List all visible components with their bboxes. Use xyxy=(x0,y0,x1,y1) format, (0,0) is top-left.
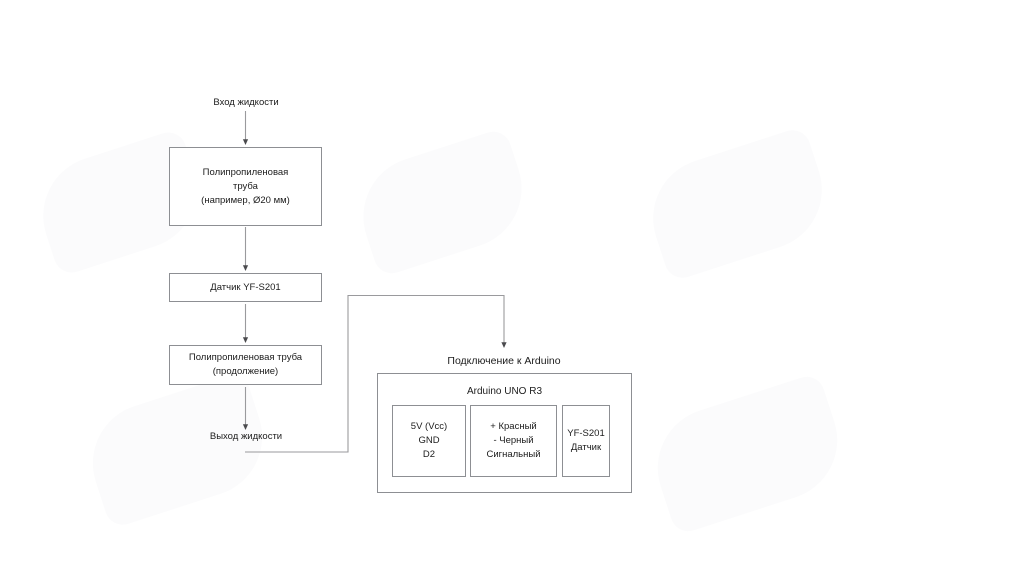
arduino-pin-box-wires: + Красный - Черный Сигнальный xyxy=(470,405,557,477)
inlet-label: Вход жидкости xyxy=(213,97,279,108)
arduino-connection-label: Подключение к Arduino xyxy=(447,355,561,367)
arduino-board-label: Arduino UNO R3 xyxy=(466,386,543,397)
node-pipe-continuation: Полипропиленовая труба (продолжение) xyxy=(169,345,322,385)
node-pipe-main: Полипропиленовая труба (например, Ø20 мм… xyxy=(169,147,322,226)
outlet-label: Выход жидкости xyxy=(209,431,283,442)
arduino-pin-box-pins: 5V (Vcc) GND D2 xyxy=(392,405,466,477)
arduino-pin-box-sensor: YF-S201 Датчик xyxy=(562,405,610,477)
connector-sensor-to-arduino xyxy=(245,294,507,453)
node-sensor: Датчик YF-S201 xyxy=(169,273,322,302)
